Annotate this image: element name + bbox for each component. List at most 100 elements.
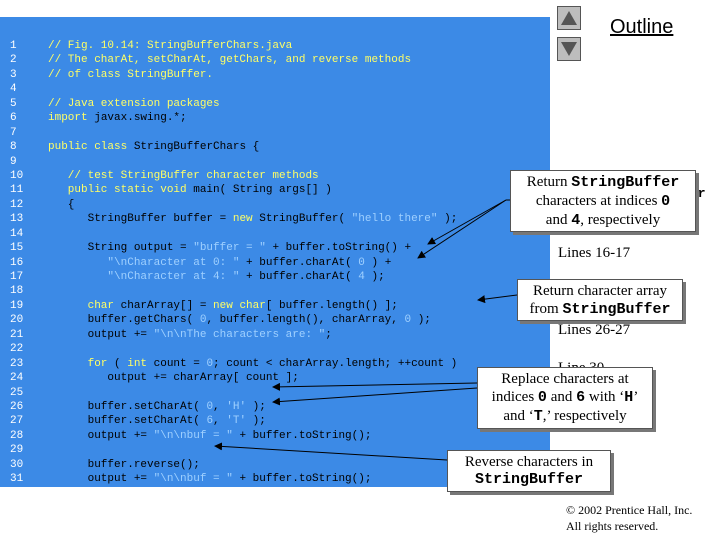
code-line: buffer.setCharAt( 0, 'H' ); xyxy=(48,400,457,414)
code-token: output += charArray[ count ]; xyxy=(48,372,299,385)
arrow-down-icon xyxy=(561,42,577,56)
code-line: buffer.getChars( 0, buffer.length(), cha… xyxy=(48,313,457,327)
code-token: ); xyxy=(246,400,266,413)
code-token: StringBufferChars { xyxy=(133,141,260,154)
code-token: StringBuffer( xyxy=(259,213,352,226)
next-slide-button[interactable] xyxy=(557,37,581,61)
line-number: 20 xyxy=(10,314,24,327)
callout-text: ,’ respectively xyxy=(542,408,627,424)
callout-code: T xyxy=(533,408,543,425)
callout-code: StringBuffer xyxy=(474,471,584,488)
code-token: + buffer.toString() + xyxy=(265,242,412,255)
code-token: // The charAt, setCharAt, getChars, and … xyxy=(48,54,412,67)
line-number: 2 xyxy=(10,54,17,67)
copyright-line: © 2002 Prentice Hall, Inc. xyxy=(566,503,693,517)
code-token: // Fig. 10.14: StringBufferChars.java xyxy=(48,40,293,52)
line-number: 24 xyxy=(10,372,24,385)
callout-line: characters at indices 0 xyxy=(511,192,695,211)
code-token: 4 xyxy=(358,271,365,283)
line-number: 26 xyxy=(10,400,24,413)
line-number: 3 xyxy=(10,68,17,81)
line-number: 27 xyxy=(10,415,24,428)
code-token: for xyxy=(48,357,115,370)
code-token: output += xyxy=(48,429,154,442)
line-number: 11 xyxy=(10,184,24,197)
code-token: new xyxy=(232,213,260,226)
code-token: String output = xyxy=(48,242,194,255)
code-token: "\nCharacter at 0: " xyxy=(107,256,240,269)
code-line xyxy=(48,487,457,501)
callout-code: H xyxy=(624,389,634,406)
code-token: "\n\nbuf = " xyxy=(153,429,233,442)
callout-text: Return xyxy=(526,174,572,190)
code-token: "hello there" xyxy=(351,213,438,226)
callout-code: 0 xyxy=(537,389,547,406)
code-token xyxy=(48,257,107,269)
code-token: + buffer.charAt( xyxy=(239,256,359,269)
code-token: charArray[] = xyxy=(120,299,214,312)
code-token: 6 xyxy=(206,415,214,428)
code-token: // test StringBuffer character methods xyxy=(48,169,319,182)
line-number: 28 xyxy=(10,429,24,442)
callout-text: from xyxy=(529,301,563,317)
line-number: 16 xyxy=(10,256,24,269)
code-line: // test StringBuffer character methods xyxy=(48,169,457,183)
code-token: 0 xyxy=(206,357,214,370)
code-line: buffer.setCharAt( 6, 'T' ); xyxy=(48,414,457,428)
callout-line: Return StringBuffer xyxy=(511,173,695,192)
code-token: ); xyxy=(246,415,266,428)
code-token: import xyxy=(48,112,95,125)
line-number: 5 xyxy=(10,97,17,110)
arrow-up-icon xyxy=(561,11,577,25)
code-line: "\nCharacter at 4: " + buffer.charAt( 4 … xyxy=(48,270,457,284)
code-token: main( String args[] ) xyxy=(193,184,332,197)
callout-code: StringBuffer xyxy=(562,301,671,318)
callout-text: and xyxy=(546,389,577,405)
code-token: 'T' xyxy=(226,415,247,428)
callout-line: Return character array xyxy=(532,283,668,299)
code-line xyxy=(48,443,457,457)
copyright-line: All rights reserved. xyxy=(566,519,659,533)
code-line: output += "\n\nbuf = " + buffer.toString… xyxy=(48,472,457,486)
code-token: buffer.reverse(); xyxy=(48,458,200,471)
code-line: StringBuffer buffer = new StringBuffer( … xyxy=(48,212,458,226)
line-number: 21 xyxy=(10,328,24,341)
code-token: ); xyxy=(364,271,385,283)
code-token: "\n\nThe characters are: " xyxy=(153,328,326,341)
callout-line: Replace characters at xyxy=(501,371,629,387)
code-token: + buffer.toString(); xyxy=(232,473,372,486)
callout-line: and ‘T,’ respectively xyxy=(478,407,652,426)
callout-code: 6 xyxy=(576,389,586,406)
code-line: output += charArray[ count ]; xyxy=(48,371,457,385)
code-token: , xyxy=(213,415,227,428)
callout-reverse: Reverse characters in StringBuffer xyxy=(447,450,611,492)
line-number: 22 xyxy=(10,343,24,356)
line-number: 15 xyxy=(10,242,24,255)
code-line: // Java extension packages xyxy=(48,97,457,111)
line-number: 12 xyxy=(10,198,24,211)
code-token: "buffer = " xyxy=(193,242,266,255)
callout-code: 0 xyxy=(661,193,671,210)
code-token: ( xyxy=(114,357,128,370)
code-token: "\n\nbuf = " xyxy=(153,473,233,486)
code-token: [ buffer.length() ]; xyxy=(265,299,398,312)
code-token: count = xyxy=(153,357,207,370)
code-line: // Fig. 10.14: StringBufferChars.java xyxy=(48,39,457,53)
code-token: javax.swing.*; xyxy=(94,112,187,125)
outline-title[interactable]: Outline xyxy=(610,16,674,38)
previous-slide-button[interactable] xyxy=(557,6,581,30)
callout-code: 4 xyxy=(571,212,581,229)
code-token: public static void xyxy=(48,184,194,197)
code-token: buffer.setCharAt( xyxy=(48,400,207,413)
line-number: 23 xyxy=(10,357,24,370)
code-token: StringBuffer buffer = xyxy=(48,213,233,226)
line-number: 6 xyxy=(10,112,17,125)
line-number: 4 xyxy=(10,83,17,96)
code-listing: // Fig. 10.14: StringBufferChars.java // … xyxy=(48,39,457,501)
line-number: 7 xyxy=(10,126,17,139)
line-number: 19 xyxy=(10,299,24,312)
code-line: // of class StringBuffer. xyxy=(48,68,457,82)
callout-code: StringBuffer xyxy=(571,174,680,191)
